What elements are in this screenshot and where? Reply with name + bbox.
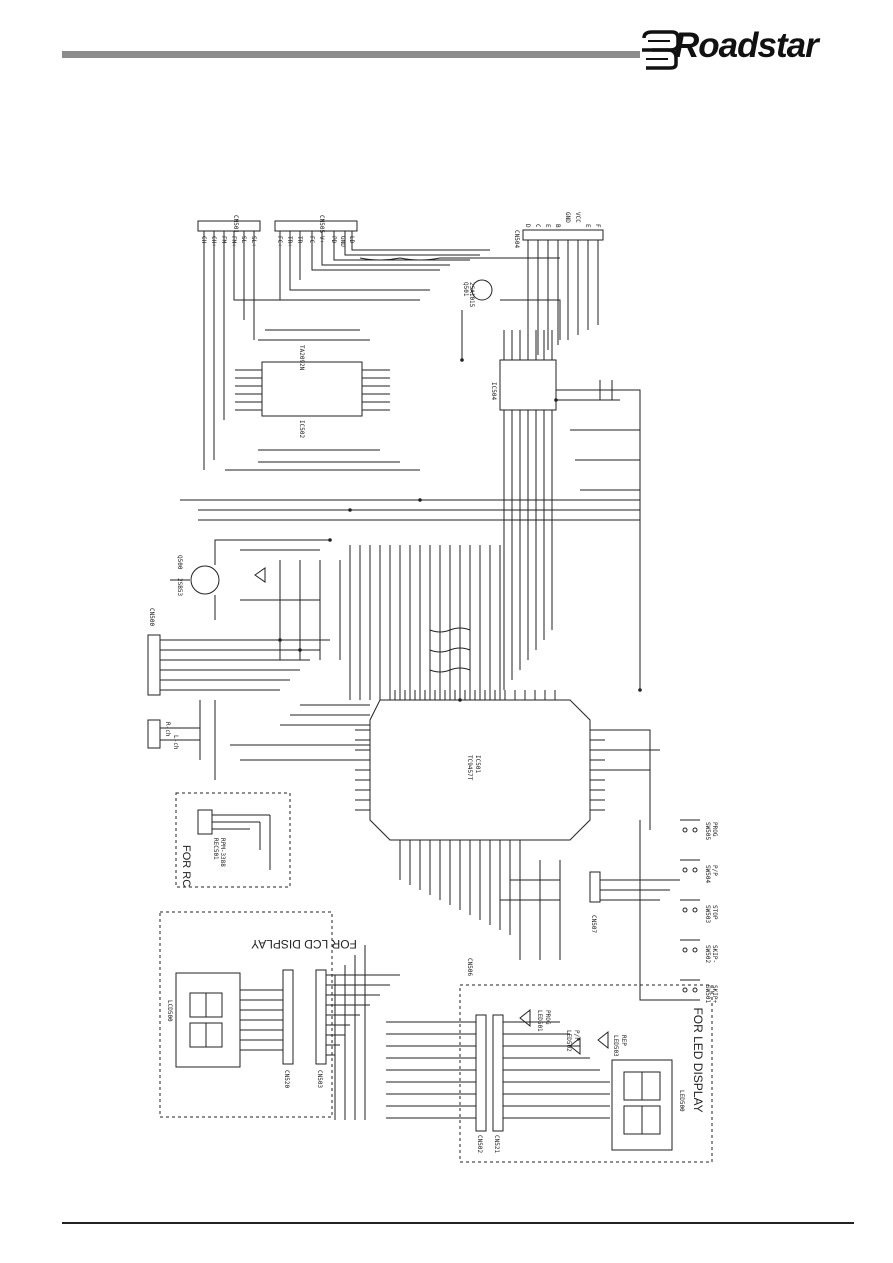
led-block-frame	[459, 984, 713, 1163]
rec501-receiver	[197, 809, 213, 835]
led-block-label: FOR LED DISPLAY	[691, 1007, 705, 1112]
cn505-label: CN505	[318, 215, 325, 233]
led501-function: PROG	[544, 1010, 551, 1025]
cn505-pin-8: LD	[348, 236, 355, 244]
led502-ref: LED502	[565, 1030, 572, 1052]
cn505-pin-3: TR-	[296, 236, 303, 247]
cn504-connector	[522, 229, 604, 241]
cn504-pin-7: E	[584, 224, 591, 228]
cn501-pin-5: SL-	[240, 236, 247, 247]
cn500-label: CN500	[148, 608, 155, 626]
sw505-function: PROG	[711, 822, 718, 837]
led503-ref: LED503	[612, 1035, 619, 1057]
sw505-ref: SW505	[704, 822, 711, 840]
cn504-pin-8: F	[594, 224, 601, 228]
cn505-pin-4: FC-	[308, 236, 315, 247]
footer-rule	[62, 1222, 854, 1224]
cn504-pin-2: C	[534, 224, 541, 228]
cn502-connector	[475, 1014, 487, 1132]
cn505-connector	[274, 220, 358, 232]
cn504-pin-6: VCC	[574, 212, 581, 223]
sw503-function: STOP	[711, 905, 718, 920]
q500-ref: Q500	[176, 555, 183, 570]
cn506-input-connector	[147, 719, 161, 749]
ic504-ref: IC504	[490, 382, 497, 400]
led503-function: REP	[620, 1035, 627, 1046]
cn501-pin-4: FM+	[230, 236, 237, 247]
l-ch-label: L-ch	[172, 735, 179, 750]
cn501-label: CN501	[232, 215, 239, 233]
ic501-ref: IC501	[474, 755, 481, 773]
cn521-connector	[492, 1014, 504, 1132]
led501-ref: LED501	[536, 1010, 543, 1032]
cn521-label: CN521	[493, 1135, 500, 1153]
lcd-block-frame	[159, 911, 333, 1118]
cn503-label: CN503	[316, 1070, 323, 1088]
ic501-part: TC9457T	[466, 755, 473, 781]
q501-part: 2SA1015	[468, 282, 475, 308]
rc-block-frame	[175, 792, 291, 888]
cn507-label: CN507	[590, 915, 597, 933]
cn503-connector	[315, 969, 327, 1065]
cn505-pin-7: GND	[339, 236, 346, 247]
sw501-ref: SW501	[704, 985, 711, 1003]
header-rule	[62, 51, 640, 58]
cn501-pin-3: FM-	[220, 236, 227, 247]
sw504-function: P/P	[711, 865, 718, 876]
cn505-pin-6: PD	[330, 236, 337, 244]
led500-ref: LED500	[678, 1090, 685, 1112]
cn504-pin-3: E	[544, 224, 551, 228]
circuit-schematic: CN501 CN505 CN504 CN500 CN506 CN507 CN50…	[147, 212, 718, 1163]
cn504-pin-4: B	[554, 224, 561, 228]
sw503-ref: SW503	[704, 905, 711, 923]
sw502-ref: SW502	[704, 945, 711, 963]
cn504-label: CN504	[513, 230, 520, 248]
ic502-part: TA2092N	[298, 345, 305, 371]
brand-logo: Roadstar	[640, 24, 855, 76]
cn501-pin-1: CH-	[200, 236, 207, 247]
q500-part: 2SB53	[176, 578, 183, 596]
ic504-body	[499, 359, 557, 411]
cn501-connector	[197, 220, 261, 232]
cn505-pin-1: FC+	[276, 236, 283, 247]
sw502-function: SKIP-	[711, 945, 718, 963]
cn500-connector	[147, 634, 161, 696]
cn520-label: CN520	[283, 1070, 290, 1088]
led502-function: P/P	[573, 1030, 580, 1041]
rec501-ref: REC501	[212, 838, 219, 860]
lcd-block-label: FOR LCD DISPLAY	[251, 937, 357, 951]
logo-mark-icon	[642, 30, 680, 70]
rec501-part: RPM-3388	[219, 838, 226, 867]
lcd500-ref: LCD500	[166, 1000, 173, 1022]
ic501-body	[369, 699, 591, 841]
cn504-pin-1: D	[524, 224, 531, 228]
led500-outline	[611, 1059, 673, 1151]
cn520-connector	[282, 969, 294, 1065]
cn504-pin-5: GND	[564, 212, 571, 223]
cn505-pin-5: V+	[318, 236, 325, 244]
cn505-pin-2: TR+	[286, 236, 293, 247]
cn501-pin-6: SL+	[250, 236, 257, 247]
q501-ref: Q501	[462, 282, 469, 297]
cn501-pin-2: CH+	[210, 236, 217, 247]
cn506-label: CN506	[466, 958, 473, 976]
sw501-function: SKIP+	[711, 985, 718, 1003]
brand-name: Roadstar	[674, 26, 819, 65]
ic502-ref: IC502	[298, 420, 305, 438]
cn507-connector	[589, 871, 601, 903]
cn502-label: CN502	[476, 1135, 483, 1153]
lcd500-outline	[175, 972, 241, 1068]
rc-block-label: FOR RC	[180, 845, 192, 887]
r-ch-label: R-ch	[164, 722, 171, 737]
sw504-ref: SW504	[704, 865, 711, 883]
ic502-body	[261, 361, 363, 417]
